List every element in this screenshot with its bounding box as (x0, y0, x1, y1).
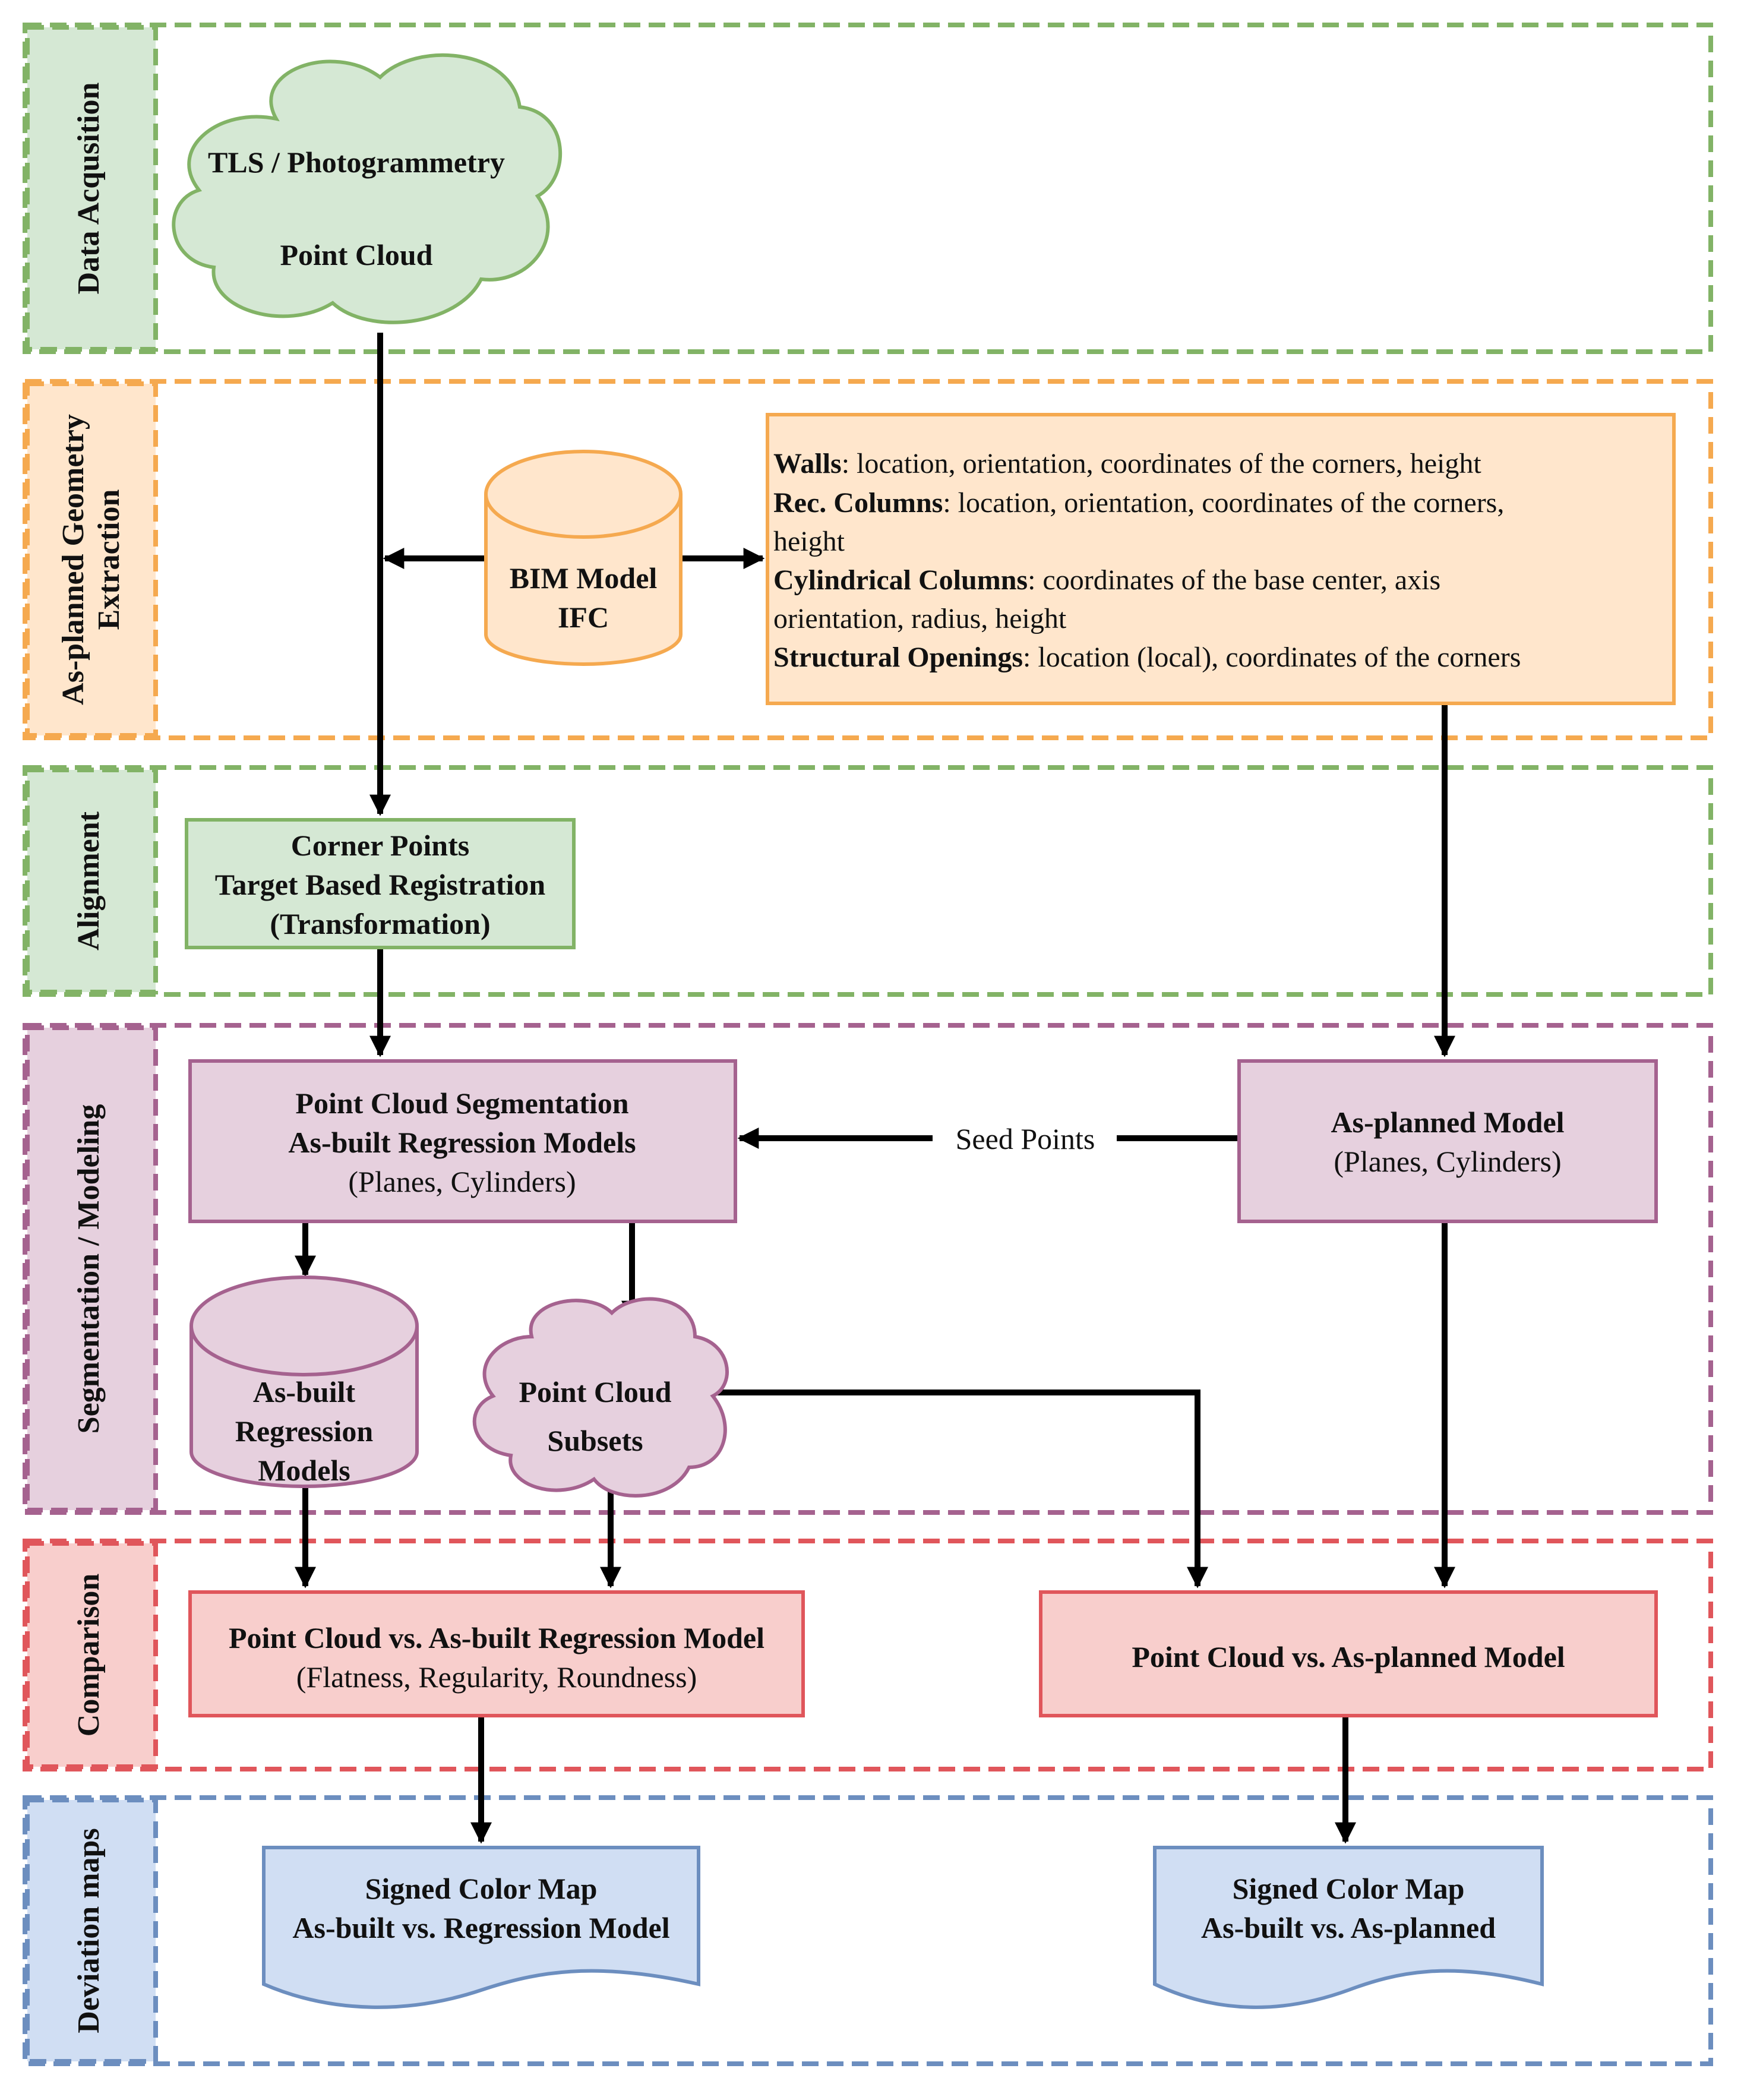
lane-label-geometry-extraction-1: As-planned Geometry (56, 414, 90, 705)
lane-header (25, 1541, 158, 1769)
node-text: (Planes, Cylinders) (1334, 1145, 1561, 1178)
compare-planned-node: Point Cloud vs. As-planned Model (1039, 1590, 1658, 1717)
node-text: Regression (235, 1414, 374, 1448)
node-box (1237, 1059, 1658, 1223)
arrow-subsets-to-comparison-planned (713, 1390, 1208, 1589)
lane-label-geometry-extraction-2: Extraction (92, 489, 126, 630)
spec-walls: Walls: location, orientation, coordinate… (773, 448, 1481, 479)
spec-rec-columns: Rec. Columns: location, orientation, coo… (773, 487, 1504, 519)
node-text: Point Cloud (280, 238, 432, 271)
document-shape (1153, 1846, 1544, 2009)
cloud-shape (172, 53, 562, 324)
lane-data-acquisition: Data Acqusition (23, 23, 1713, 354)
node-text: Corner Points (291, 829, 469, 862)
node-box (188, 1059, 737, 1223)
cylinder-body (484, 494, 683, 666)
spec-value: : location, orientation, coordinates of … (842, 448, 1482, 479)
spec-cyl-columns-cont: orientation, radius, height (773, 603, 1067, 634)
node-text: (Flatness, Regularity, Roundness) (296, 1660, 697, 1694)
node-text: BIM Model (510, 561, 658, 595)
node-text: As-built (253, 1375, 356, 1409)
spec-label: Rec. Columns (773, 487, 943, 519)
node-box (1039, 1590, 1658, 1717)
as-planned-model-node: As-planned Model (Planes, Cylinders) (1237, 1059, 1658, 1223)
node-box (766, 413, 1676, 705)
node-text: (Planes, Cylinders) (348, 1165, 576, 1198)
spec-label: Structural Openings (773, 642, 1023, 673)
point-cloud-subsets-node: Point Cloud Subsets (472, 1297, 729, 1498)
spec-value: : coordinates of the base center, axis (1028, 564, 1440, 596)
node-text: Subsets (547, 1424, 643, 1457)
lane-label-segmentation: Segmentation / Modeling (72, 1104, 106, 1434)
node-text: IFC (558, 601, 609, 634)
node-text: Models (258, 1454, 350, 1487)
lane-border (23, 765, 1713, 997)
lane-segmentation: Segmentation / Modeling (23, 1023, 1713, 1515)
spec-label: Cylindrical Columns (773, 564, 1028, 596)
map-regression-node: Signed Color Map As-built vs. Regression… (262, 1846, 700, 2009)
seed-points-label: Seed Points (956, 1122, 1095, 1155)
node-text: Point Cloud Segmentation (295, 1087, 628, 1120)
spec-value: : location, orientation, coordinates of … (943, 487, 1504, 519)
node-text: As-built Regression Models (288, 1126, 636, 1159)
node-text: Signed Color Map (365, 1872, 598, 1905)
node-text: Signed Color Map (1233, 1872, 1465, 1905)
lane-header (25, 381, 158, 738)
node-text: Point Cloud (519, 1375, 671, 1409)
node-box (188, 1590, 805, 1717)
spec-value: : location (local), coordinates of the c… (1023, 642, 1521, 673)
compare-regression-node: Point Cloud vs. As-built Regression Mode… (188, 1590, 805, 1717)
node-text: (Transformation) (270, 907, 490, 940)
cylinder-top (189, 1275, 419, 1376)
lane-label-alignment: Alignment (72, 811, 106, 950)
node-text: As-planned Model (1331, 1106, 1564, 1139)
cloud-shape (472, 1297, 729, 1498)
lane-header (25, 25, 158, 352)
lane-geometry-extraction: As-planned Geometry Extraction (23, 379, 1713, 740)
lane-alignment: Alignment (23, 765, 1713, 997)
lane-header (25, 768, 158, 994)
geometry-spec-node: Walls: location, orientation, coordinate… (766, 413, 1676, 705)
registration-node: Corner Points Target Based Registration … (185, 818, 576, 949)
segmentation-node: Point Cloud Segmentation As-built Regres… (188, 1059, 737, 1223)
regression-models-node: As-built Regression Models (189, 1275, 419, 1488)
lane-comparison: Comparison (23, 1539, 1713, 1771)
node-box (185, 818, 576, 949)
node-text: Point Cloud vs. As-built Regression Mode… (229, 1621, 764, 1654)
connectors (295, 333, 1455, 1844)
node-text: As-built vs. Regression Model (292, 1911, 669, 1944)
document-shape (262, 1846, 700, 2009)
node-text: As-built vs. As-planned (1201, 1911, 1496, 1944)
lane-border (23, 23, 1713, 354)
bim-model-node: BIM Model IFC (484, 450, 683, 666)
node-text: Target Based Registration (215, 868, 546, 901)
lane-label-deviation-maps: Deviation maps (72, 1828, 106, 2033)
lane-border (23, 1539, 1713, 1771)
spec-openings: Structural Openings: location (local), c… (773, 642, 1521, 673)
lane-header (25, 1025, 158, 1512)
lane-deviation-maps: Deviation maps (23, 1795, 1713, 2066)
spec-cyl-columns: Cylindrical Columns: coordinates of the … (773, 564, 1440, 596)
spec-label: Walls (773, 448, 842, 479)
point-cloud-source-node: TLS / Photogrammetry Point Cloud (172, 53, 562, 324)
map-planned-node: Signed Color Map As-built vs. As-planned (1153, 1846, 1544, 2009)
cylinder-top (484, 450, 683, 539)
lane-label-data-acquisition: Data Acqusition (72, 83, 106, 295)
node-text: Point Cloud vs. As-planned Model (1132, 1640, 1565, 1673)
lane-label-comparison: Comparison (72, 1574, 106, 1737)
spec-rec-columns-cont: height (773, 526, 845, 557)
lane-header (25, 1798, 158, 2064)
node-text: TLS / Photogrammetry (208, 146, 505, 179)
